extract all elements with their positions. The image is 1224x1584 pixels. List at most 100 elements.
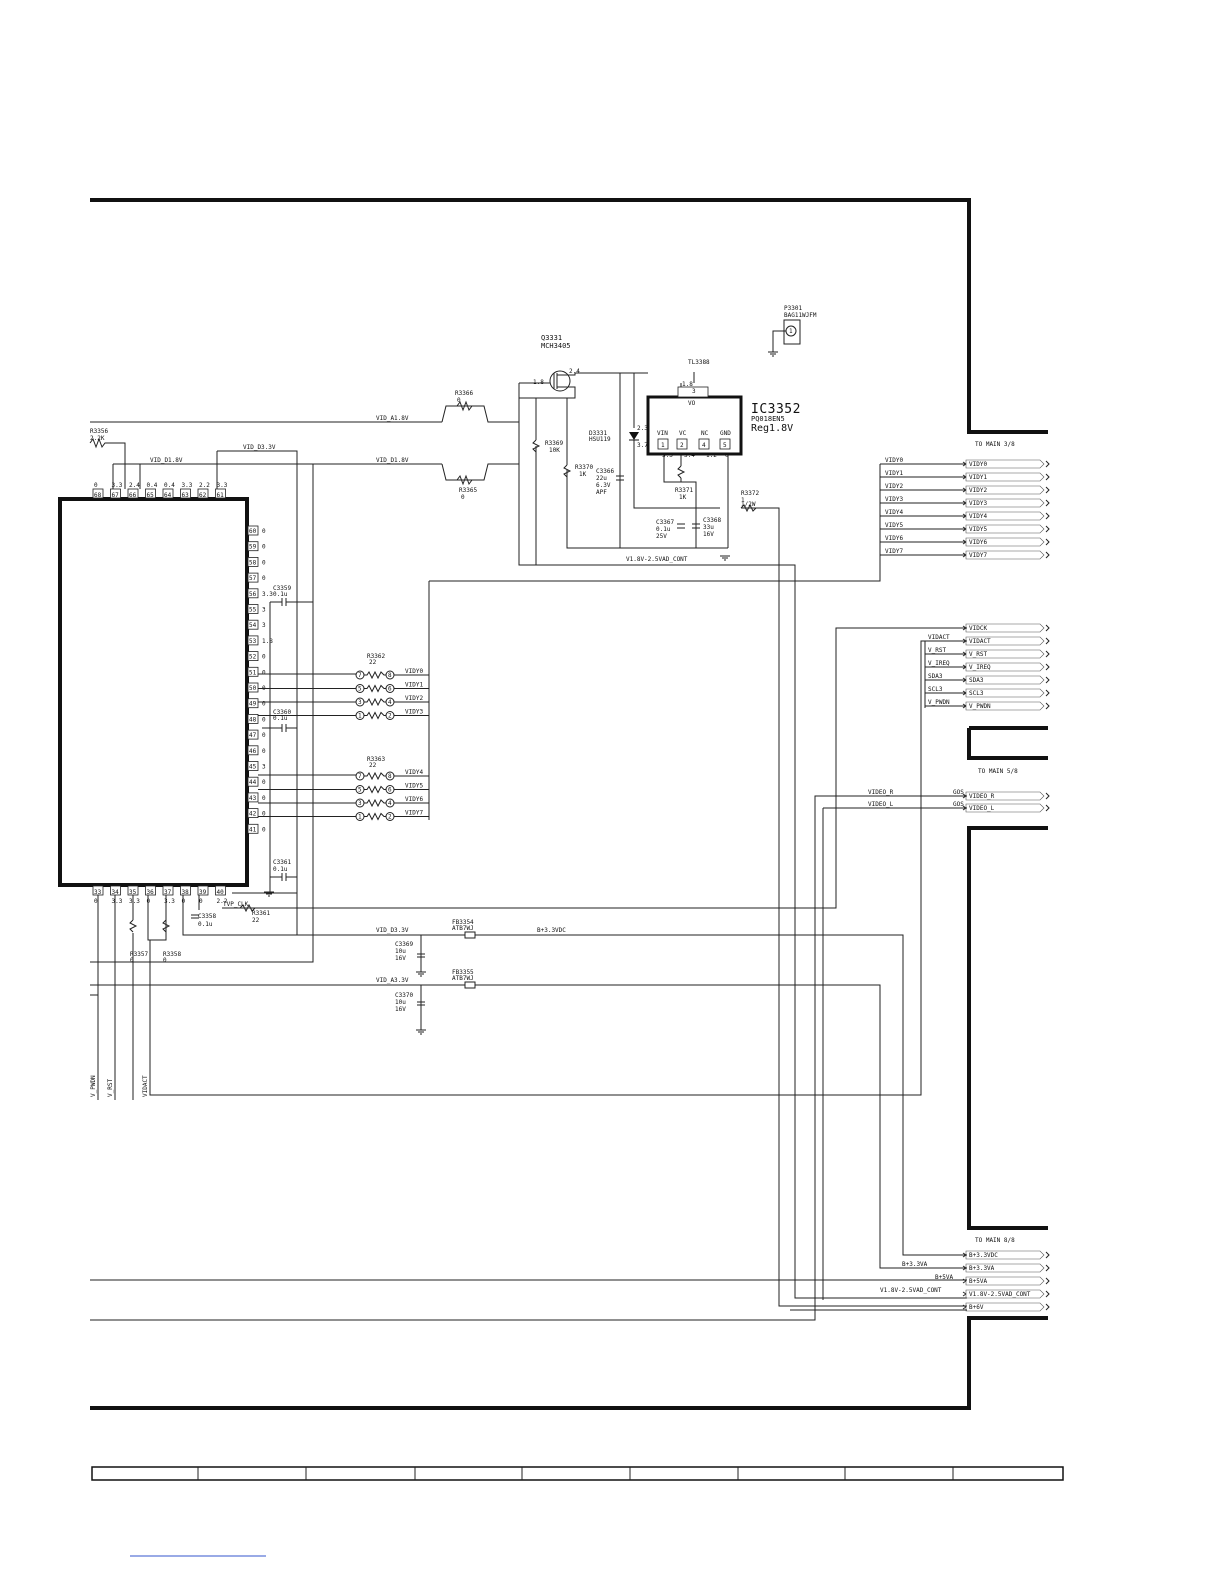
ic-pin-voltage: 0 <box>262 544 266 551</box>
control-wire-label: VIDACT <box>928 634 950 641</box>
ic-pin-voltage: 0 <box>262 732 266 739</box>
connector-signal-label: VIDY4 <box>969 513 987 520</box>
svg-text:16V: 16V <box>395 955 406 962</box>
svg-text:3.3: 3.3 <box>662 452 673 459</box>
ic-pin-number: 53 <box>249 638 257 645</box>
main-ic <box>58 497 249 887</box>
ic-pin-voltage: 0.4 <box>164 482 175 489</box>
main3-connector: VIDY0VIDY0VIDY1VIDY1VIDY2VIDY2VIDY3VIDY3… <box>880 457 1050 560</box>
svg-text:22: 22 <box>369 762 377 769</box>
ic-pin-number: 56 <box>249 591 257 598</box>
control-wire-label: V_IREQ <box>928 660 950 667</box>
svg-text:1K: 1K <box>679 494 687 501</box>
connector-signal-label: VIDY3 <box>969 500 987 507</box>
ic-pin-number: 44 <box>249 779 257 786</box>
connector-signal-label: VIDY7 <box>969 552 987 559</box>
ic-pin <box>247 541 259 552</box>
svg-text:VID_D1.8V: VID_D1.8V <box>150 457 183 464</box>
connector-signal-label: SDA3 <box>969 677 984 684</box>
ic-pin <box>127 488 139 499</box>
connector-signal-label: VIDACT <box>969 638 991 645</box>
ic-pin <box>247 619 259 630</box>
control-wire-label: SCL3 <box>928 686 943 693</box>
svg-text:1.2: 1.2 <box>706 452 717 459</box>
connector-signal-label: VIDEO_L <box>969 805 995 812</box>
ic-pin-number: 48 <box>249 716 257 723</box>
svg-text:PQ018EN5: PQ018EN5 <box>751 415 785 423</box>
svg-text:VIDACT: VIDACT <box>142 1075 149 1097</box>
svg-text:ATB7WJ: ATB7WJ <box>452 925 474 932</box>
power-wires <box>89 405 519 963</box>
ic-pin <box>247 776 259 787</box>
resistor-symbols <box>456 400 757 513</box>
rarray-pin: 8 <box>388 773 392 780</box>
svg-text:10K: 10K <box>549 447 560 454</box>
svg-text:BAG11WJFM: BAG11WJFM <box>784 312 817 319</box>
ic-pin-voltage: 3.3 <box>112 898 123 905</box>
ic-pin-voltage: 3 <box>262 764 266 771</box>
svg-text:R3366: R3366 <box>455 390 473 397</box>
ic-pin-number: 54 <box>249 622 257 629</box>
ic-pin-number: 67 <box>112 492 120 499</box>
svg-text:VID_A3.3V: VID_A3.3V <box>376 977 409 984</box>
svg-text:16V: 16V <box>395 1006 406 1013</box>
q3331-part: MCH3405 <box>541 342 571 350</box>
ic-pin-number: 68 <box>94 492 102 499</box>
svg-text:R3369: R3369 <box>545 440 563 447</box>
ic-pin <box>247 682 259 693</box>
ic-pin-voltage: 1.8 <box>262 638 273 645</box>
rarray-signal: VIDY7 <box>405 810 423 817</box>
rarray-pin: 3 <box>358 699 362 706</box>
ic-pin-number: 45 <box>249 764 257 771</box>
main3-title: TO MAIN 3/8 <box>975 441 1015 448</box>
svg-text:2.4: 2.4 <box>569 368 580 375</box>
svg-text:GND: GND <box>720 430 731 437</box>
svg-text:1: 1 <box>789 328 793 335</box>
svg-text:10u: 10u <box>395 999 406 1006</box>
p3301 <box>772 319 801 352</box>
svg-text:NC: NC <box>701 430 709 437</box>
ic-pin-number: 38 <box>182 889 190 896</box>
svg-text:B+3.3VDC: B+3.3VDC <box>537 927 566 934</box>
ic-pin-number: 34 <box>112 889 120 896</box>
svg-text:D3331: D3331 <box>589 430 607 437</box>
svg-text:P3301: P3301 <box>784 305 802 312</box>
connector-signal-label: VIDEO_R <box>969 793 995 800</box>
svg-text:R3356: R3356 <box>90 428 108 435</box>
ic-pin <box>247 808 259 818</box>
svg-text:C3370: C3370 <box>395 992 413 999</box>
control-wire-label: V_RST <box>928 647 946 654</box>
svg-text:VO: VO <box>688 400 696 407</box>
connector-signal-label: B+5VA <box>969 1278 987 1285</box>
video-wire-label: VIDEO_L <box>868 801 894 808</box>
q3331 <box>518 370 967 1299</box>
vidy-wire-label: VIDY4 <box>885 509 903 516</box>
ic-pin <box>180 488 191 499</box>
ic-pin <box>162 488 174 499</box>
ic-pin-number: 40 <box>217 889 225 896</box>
svg-text:0: 0 <box>457 397 461 404</box>
svg-text:HSU119: HSU119 <box>589 436 611 443</box>
ic-pin <box>145 885 156 896</box>
connector-signal-label: V1.8V-2.5VAD_CONT <box>969 1291 1031 1298</box>
rarray-pin: 1 <box>358 814 362 821</box>
ic-pin-number: 41 <box>249 826 257 833</box>
ic-pin <box>247 572 259 583</box>
svg-text:R3361: R3361 <box>252 910 270 917</box>
regulator-wires <box>535 372 967 1307</box>
svg-text:22: 22 <box>369 659 377 666</box>
ic-pin-number: 51 <box>249 669 257 676</box>
rarray-pin: 1 <box>358 713 362 720</box>
connector-signal-label: VIDCK <box>969 625 987 632</box>
svg-text:C3366: C3366 <box>596 468 614 475</box>
svg-text:C3360: C3360 <box>273 709 291 716</box>
svg-text:3.4: 3.4 <box>684 452 695 459</box>
svg-text:V_PWDN: V_PWDN <box>90 1075 97 1097</box>
ic-pin <box>247 651 259 661</box>
control-wire-label: V_PWDN <box>928 699 950 706</box>
ic-pin-number: 42 <box>249 811 257 818</box>
rarray-pin: 3 <box>358 800 362 807</box>
svg-text:R3357: R3357 <box>130 951 148 958</box>
